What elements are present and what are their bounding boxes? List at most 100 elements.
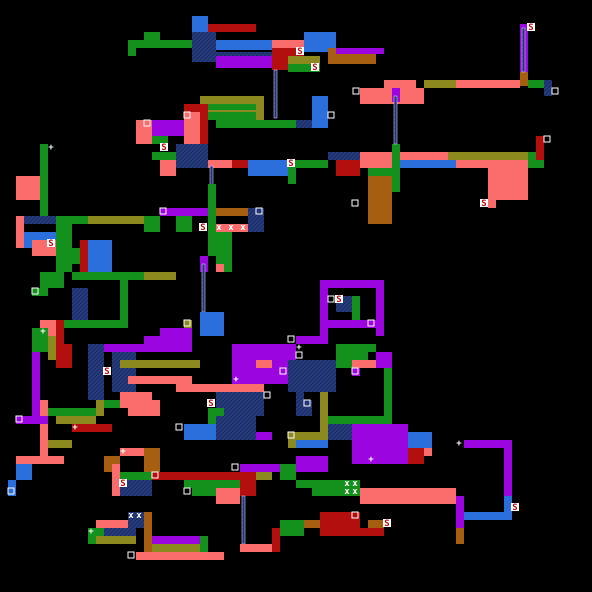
- item-marker: +: [72, 423, 78, 433]
- map-room-51: [360, 152, 392, 168]
- door-marker: [543, 135, 551, 143]
- save-marker: S: [287, 159, 295, 169]
- save-marker: S: [527, 23, 535, 33]
- map-room-5: [128, 48, 136, 56]
- map-shaft-94: [201, 263, 206, 313]
- map-room-59: [496, 160, 528, 200]
- key-marker-glyph: x: [352, 487, 358, 497]
- map-room-112: [16, 416, 48, 424]
- map-room-156: [408, 448, 424, 464]
- map-room-98: [56, 344, 72, 368]
- map-room-83: [80, 240, 88, 280]
- item-marker-glyph: +: [88, 527, 94, 537]
- door-marker: [183, 111, 191, 119]
- map-room-165: [344, 480, 360, 496]
- map-room-85: [64, 248, 80, 264]
- map-room-178: [120, 472, 152, 480]
- map-room-121: [16, 456, 64, 464]
- map-room-114: [56, 416, 96, 424]
- map-room-149: [320, 392, 328, 440]
- door-marker: [183, 487, 191, 495]
- map-room-180: [184, 480, 240, 488]
- map-room-100: [88, 344, 104, 400]
- save-marker: S: [480, 199, 488, 209]
- map-room-200: [368, 520, 384, 528]
- map-room-96: [32, 328, 48, 352]
- map-room-191: [152, 544, 208, 552]
- map-room-157: [424, 448, 432, 456]
- save-marker: S: [511, 503, 519, 513]
- map-room-137: [328, 280, 384, 288]
- key-marker-glyph: x: [128, 511, 134, 521]
- item-marker: +: [48, 143, 54, 153]
- map-room-107: [128, 376, 192, 384]
- item-marker: +: [40, 327, 46, 337]
- save-marker-glyph: S: [288, 159, 293, 169]
- map-room-28: [392, 88, 400, 102]
- map-room-78: [176, 216, 192, 232]
- map-room-174: [120, 448, 152, 456]
- map-room-158: [296, 456, 328, 472]
- map-room-115: [72, 424, 112, 432]
- map-room-55: [400, 160, 456, 168]
- map-room-133: [256, 432, 272, 440]
- map-room-126: [288, 360, 336, 392]
- map-room-132: [184, 424, 216, 440]
- map-room-117: [104, 400, 128, 408]
- map-room-125: [256, 360, 272, 368]
- save-marker-glyph: S: [336, 295, 341, 305]
- map-room-185: [128, 512, 144, 528]
- door-marker: [255, 207, 263, 215]
- map-room-74: [144, 216, 160, 232]
- key-marker: x: [136, 511, 142, 521]
- map-room-63: [368, 176, 392, 224]
- map-room-144: [360, 344, 376, 352]
- item-marker: +: [456, 439, 462, 449]
- map-room-54: [400, 152, 448, 160]
- map-room-103: [144, 336, 192, 352]
- key-marker-glyph: x: [216, 223, 222, 233]
- item-marker: +: [296, 343, 302, 353]
- item-marker-glyph: +: [48, 143, 54, 153]
- save-marker: S: [311, 63, 319, 73]
- map-room-65: [40, 144, 48, 224]
- door-marker: [352, 87, 360, 95]
- map-room-88: [72, 272, 168, 280]
- key-marker: x: [228, 223, 234, 233]
- map-room-127: [224, 384, 264, 392]
- map-room-110: [32, 352, 40, 416]
- save-marker-glyph: S: [312, 63, 317, 73]
- door-marker: [551, 87, 559, 95]
- map-room-47: [288, 160, 328, 168]
- save-marker-glyph: S: [512, 503, 517, 513]
- save-marker: S: [103, 367, 111, 377]
- map-room-179: [152, 472, 232, 480]
- map-room-56: [448, 152, 544, 160]
- map-room-102: [112, 352, 136, 392]
- map-room-122: [16, 464, 32, 480]
- map-room-36: [152, 120, 184, 136]
- map-room-101: [104, 344, 144, 352]
- map-room-92: [64, 320, 128, 328]
- map-room-67: [16, 216, 24, 248]
- map-room-8: [216, 56, 272, 68]
- door-marker: [351, 199, 359, 207]
- door-marker: [303, 399, 311, 407]
- map-room-12: [272, 56, 288, 70]
- map-room-87: [32, 288, 48, 296]
- save-marker: S: [383, 519, 391, 529]
- map-room-155: [408, 432, 432, 448]
- item-marker-glyph: +: [40, 327, 46, 337]
- map-room-108: [176, 384, 224, 392]
- map-room-10: [272, 48, 304, 56]
- map-room-81: [216, 232, 232, 272]
- door-marker: [351, 511, 359, 519]
- item-marker: +: [88, 527, 94, 537]
- map-room-72: [72, 216, 88, 224]
- save-marker: S: [199, 223, 207, 233]
- map-room-162: [256, 472, 272, 480]
- map-room-139: [320, 320, 328, 344]
- map-room-22: [360, 88, 392, 104]
- map-room-146: [376, 352, 392, 368]
- map-room-40: [312, 96, 328, 128]
